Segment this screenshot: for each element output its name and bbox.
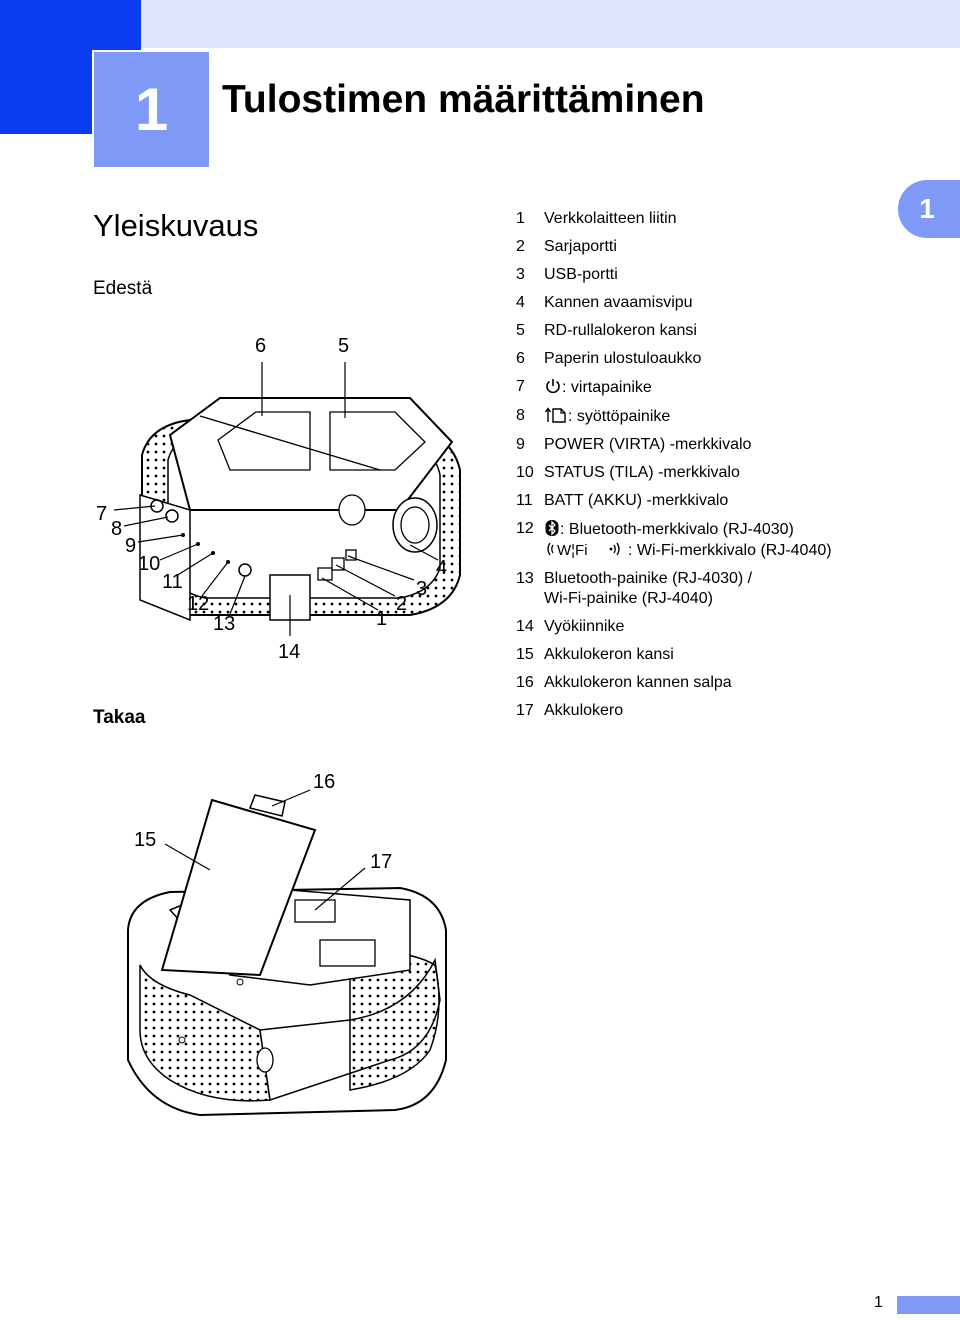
back-view-label: Takaa <box>93 707 146 728</box>
callout-3: 3 <box>416 578 427 600</box>
callout-9: 9 <box>125 535 136 557</box>
printer-front-illustration: 6 5 7 8 9 10 11 12 13 14 1 2 3 4 <box>96 335 461 663</box>
section-title: Yleiskuvaus <box>93 208 259 243</box>
callout-12: 12 <box>187 593 209 615</box>
callout-4: 4 <box>436 557 447 579</box>
legend-item: 12: Bluetooth-merkkivalo (RJ-4030) W¦Fi:… <box>516 520 832 559</box>
callout-17: 17 <box>370 851 392 873</box>
callout-13: 13 <box>213 613 235 635</box>
bluetooth-icon <box>545 520 559 536</box>
callout-1: 1 <box>376 608 387 630</box>
front-view-label: Edestä <box>93 278 153 299</box>
feed-icon <box>544 407 566 423</box>
callout-10: 10 <box>138 553 160 575</box>
header-light-band <box>141 0 960 48</box>
chapter-number-box: 1 <box>92 50 209 167</box>
printer-back-illustration: 16 15 17 <box>127 771 447 1117</box>
chapter-title: Tulostimen määrittäminen <box>222 78 705 121</box>
callout-11: 11 <box>162 571 183 593</box>
callout-16: 16 <box>313 771 335 793</box>
callout-6: 6 <box>255 335 266 357</box>
legend-item: 7: virtapainike <box>516 378 652 396</box>
callout-7: 7 <box>96 503 107 525</box>
footer-bar <box>897 1296 960 1314</box>
callout-14: 14 <box>278 641 300 663</box>
power-icon <box>546 379 560 394</box>
callout-8: 8 <box>111 518 122 540</box>
callout-15: 15 <box>134 829 156 851</box>
page-number: 1 <box>874 1294 883 1311</box>
legend-item: 8: syöttöpainike <box>516 407 671 425</box>
wifi-word: W¦Fi <box>557 542 588 558</box>
wifi-icon: W¦Fi <box>547 542 620 559</box>
callout-2: 2 <box>396 593 407 615</box>
callout-5: 5 <box>338 335 349 357</box>
chapter-side-tab: 1 <box>898 180 960 238</box>
